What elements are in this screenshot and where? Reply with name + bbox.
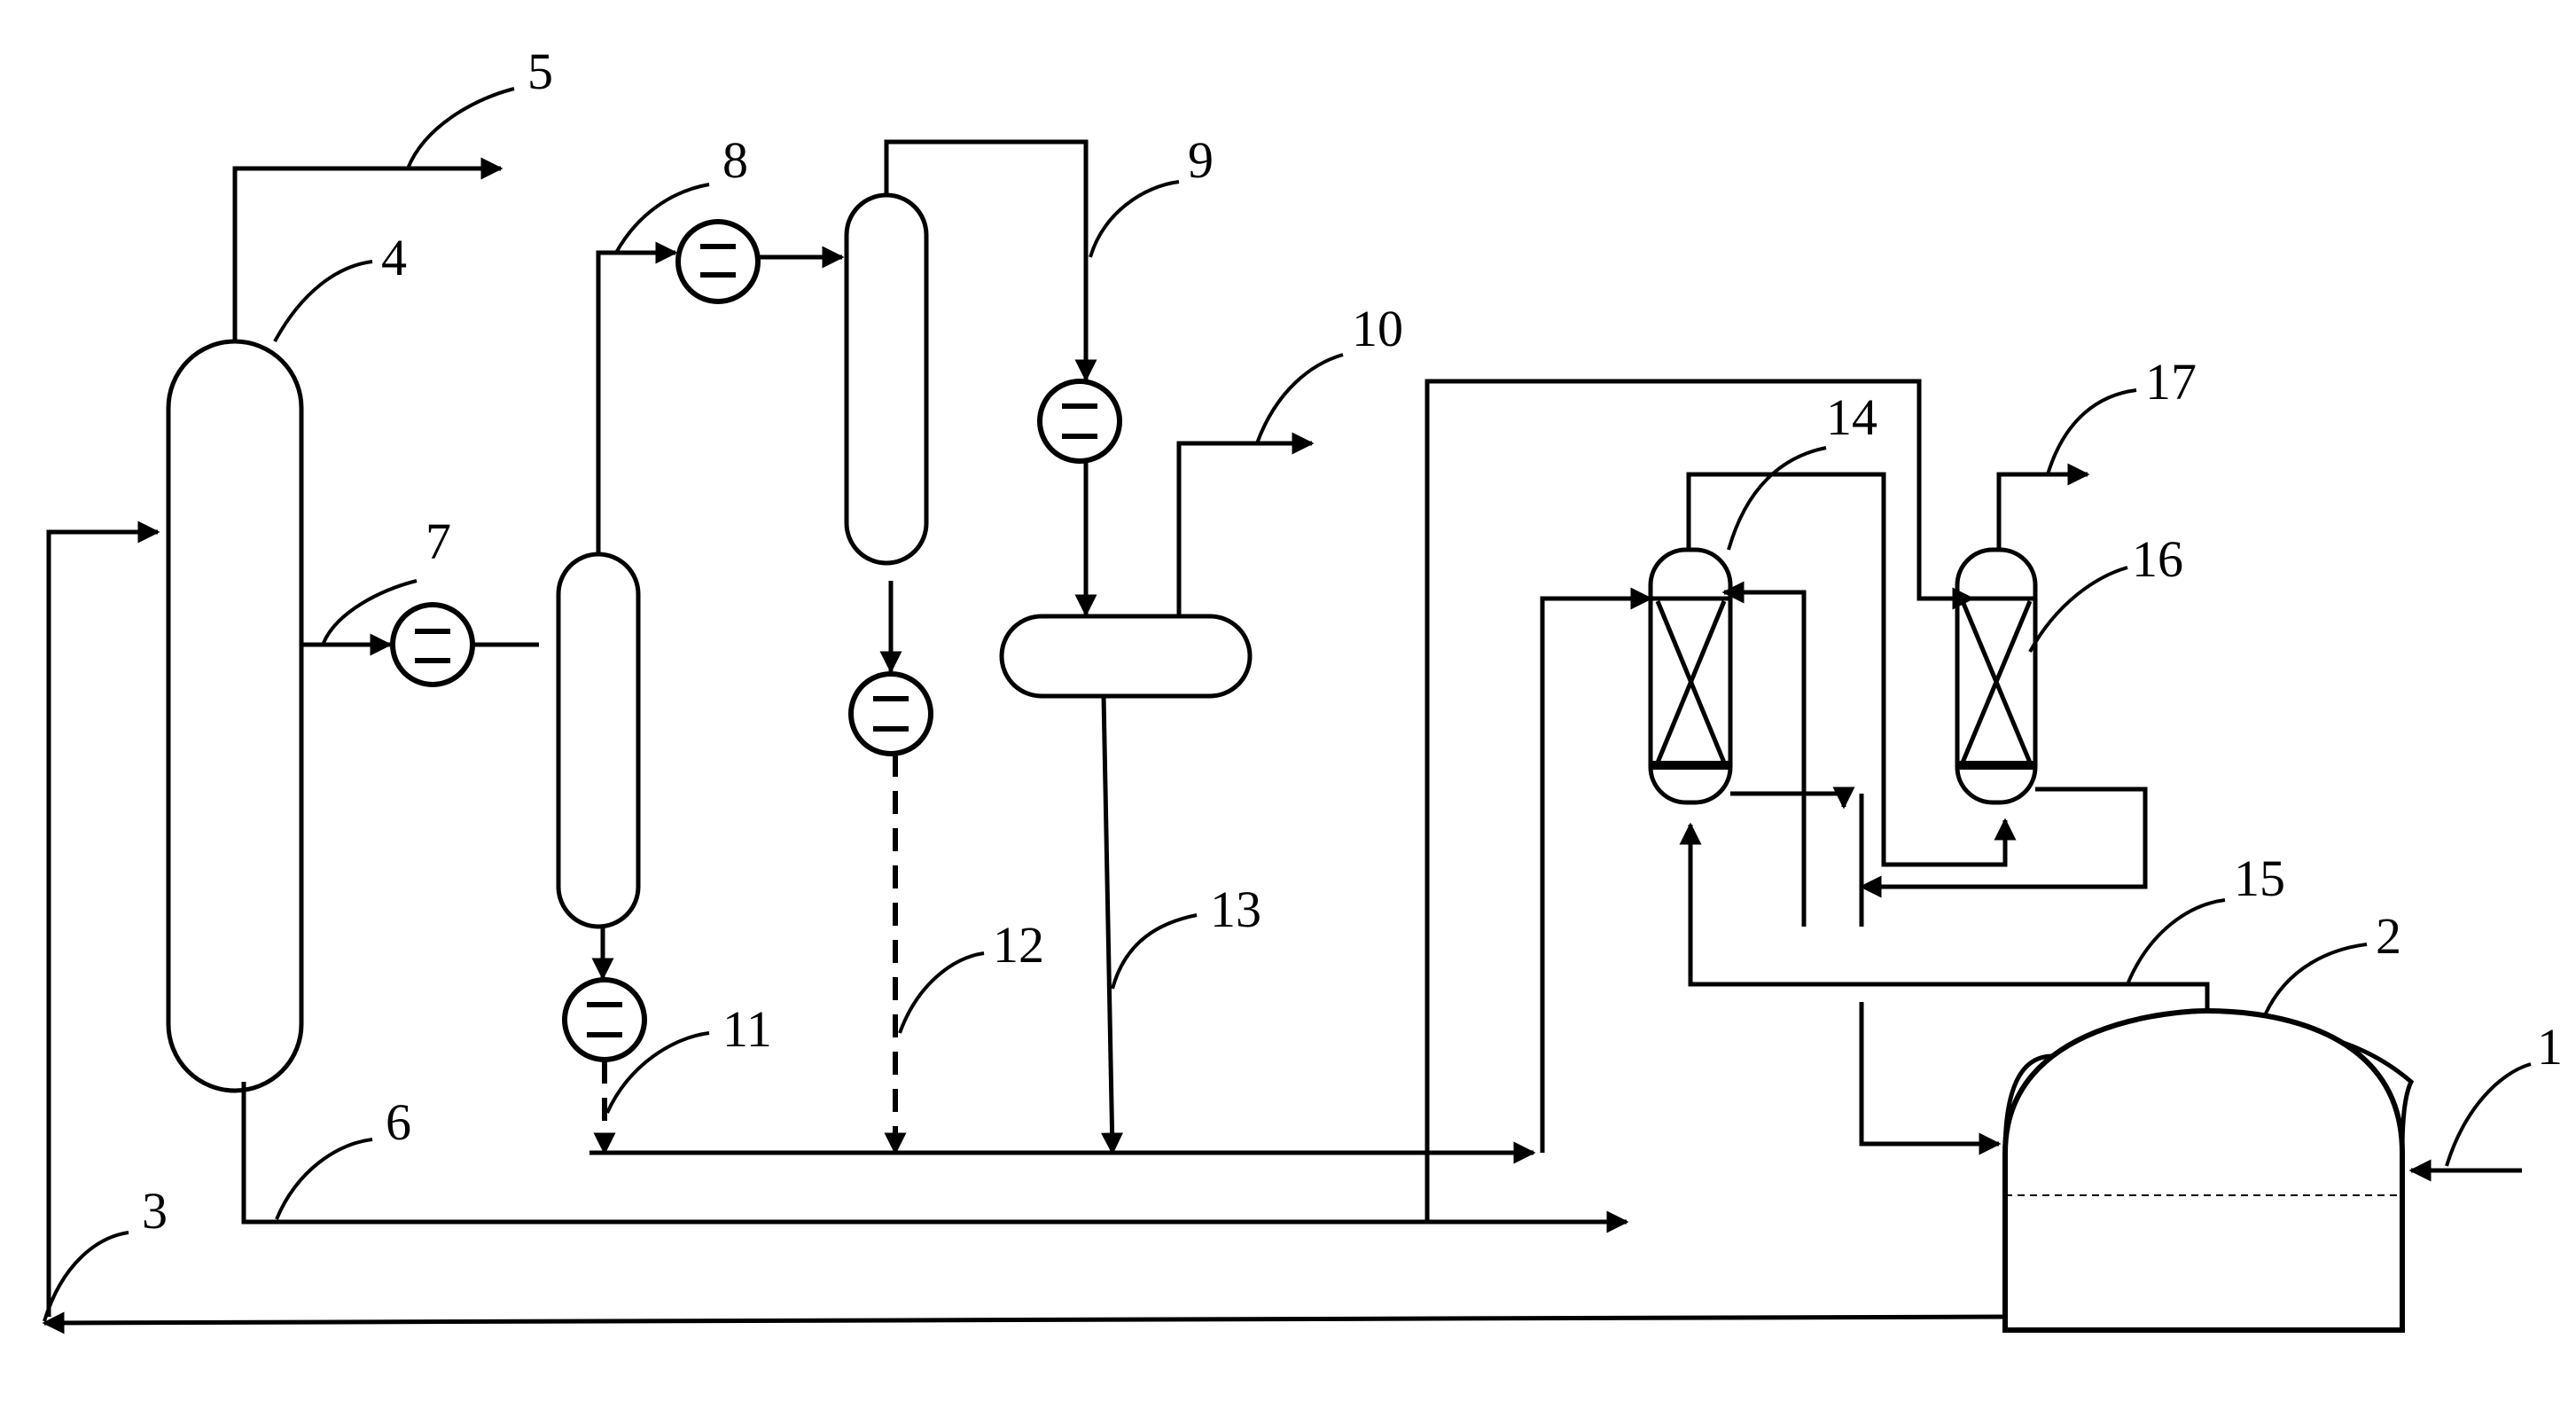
stream-10-pipe bbox=[1176, 432, 1315, 616]
label-8: 8 bbox=[722, 131, 748, 189]
label-10: 10 bbox=[1352, 300, 1403, 357]
stream-15-pipe bbox=[1679, 822, 2210, 1011]
label-13: 13 bbox=[1210, 881, 1261, 938]
tank-2 bbox=[2002, 1007, 2415, 1333]
label-17: 17 bbox=[2145, 353, 2197, 411]
stream-13-pipe bbox=[1101, 695, 1124, 1155]
stream-9-pipe bbox=[884, 139, 1097, 382]
label-2: 2 bbox=[2376, 907, 2401, 965]
label-5: 5 bbox=[527, 43, 553, 100]
column-middle-left bbox=[556, 552, 641, 929]
stream-5-pipe bbox=[232, 157, 503, 341]
label-7: 7 bbox=[425, 513, 451, 570]
label-1: 1 bbox=[2537, 1018, 2563, 1076]
label-11: 11 bbox=[722, 1000, 772, 1058]
stream-8-pipe bbox=[596, 241, 678, 554]
stream-to-reactor-16 bbox=[1425, 379, 1975, 1222]
label-14: 14 bbox=[1826, 388, 1877, 446]
stream-6-pipe bbox=[241, 1082, 1629, 1233]
exchanger-8 bbox=[675, 219, 761, 304]
label-15: 15 bbox=[2234, 849, 2285, 907]
label-16: 16 bbox=[2132, 530, 2183, 588]
exchanger-11 bbox=[562, 977, 647, 1062]
label-9: 9 bbox=[1188, 131, 1214, 189]
column-middle-top bbox=[844, 192, 929, 566]
stream-3-pipe bbox=[42, 1311, 2006, 1334]
label-6: 6 bbox=[386, 1093, 411, 1151]
stream-17-pipe bbox=[1996, 463, 2090, 550]
horizontal-drum bbox=[999, 614, 1253, 699]
label-3: 3 bbox=[142, 1182, 168, 1240]
exchanger-9 bbox=[1037, 379, 1122, 464]
exchanger-7 bbox=[390, 602, 475, 687]
label-12: 12 bbox=[993, 916, 1044, 974]
column-4 bbox=[166, 339, 304, 1093]
reactor-16 bbox=[1955, 547, 2038, 805]
exchanger-12 bbox=[848, 671, 933, 756]
label-4: 4 bbox=[381, 229, 407, 286]
reactor-14 bbox=[1648, 547, 1733, 805]
